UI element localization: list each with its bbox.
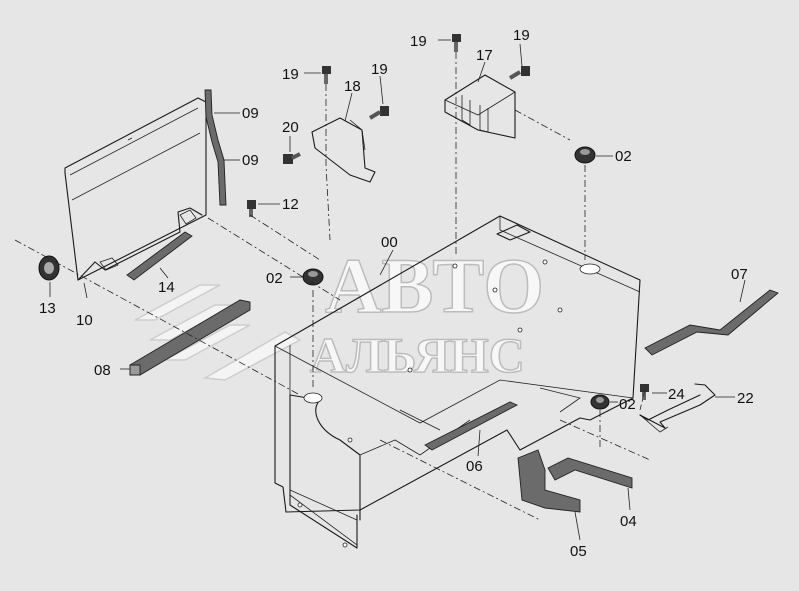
bolt-24 (640, 384, 649, 400)
callout-10: 10 (76, 312, 93, 329)
base-frame (274, 215, 641, 549)
bracket-18 (311, 117, 376, 183)
clip-22 (639, 383, 716, 433)
watermark-logo: АВТО АЛЬЯНС (134, 241, 545, 384)
bolt-20 (283, 152, 301, 164)
callout-04: 04 (620, 513, 637, 530)
callout-20: 20 (282, 119, 299, 136)
leader-lines (49, 39, 746, 541)
block-04 (547, 457, 633, 489)
bolt-19-b (508, 66, 530, 80)
callout-08: 08 (94, 362, 111, 379)
callout-19-top-right: 19 (513, 27, 530, 44)
bolt-19-c (322, 66, 331, 84)
strip-09 (204, 89, 227, 206)
rod-14 (126, 231, 193, 281)
bolt-12 (247, 200, 256, 217)
callout-14: 14 (158, 279, 175, 296)
bracket-17 (444, 74, 516, 139)
callout-06: 06 (466, 458, 483, 475)
callout-19-top-left: 19 (410, 33, 427, 50)
bolt-19-a (452, 34, 461, 52)
callout-labels: 19 17 19 19 18 19 20 09 09 12 02 00 07 0… (39, 27, 754, 560)
callout-18: 18 (344, 78, 361, 95)
callout-02-right: 02 (619, 396, 636, 413)
grommet-13 (38, 255, 60, 281)
callout-09-lower: 09 (242, 152, 259, 169)
strip-08 (129, 299, 251, 376)
callout-13: 13 (39, 300, 56, 317)
callout-02-mid: 02 (266, 270, 283, 287)
nut-02-c (590, 394, 610, 410)
panel-10 (64, 97, 207, 281)
callout-17: 17 (476, 47, 493, 64)
callout-24: 24 (668, 386, 685, 403)
strip-06 (424, 401, 519, 451)
callout-02-top: 02 (615, 148, 632, 165)
nut-02-a (574, 146, 596, 164)
callout-07: 07 (731, 266, 748, 283)
block-05 (517, 449, 581, 513)
callout-00: 00 (381, 234, 398, 251)
callout-12: 12 (282, 196, 299, 213)
callout-19-mid: 19 (371, 61, 388, 78)
watermark-stripes (134, 284, 302, 381)
callout-05: 05 (570, 543, 587, 560)
nut-02-b (302, 268, 324, 286)
watermark-line2: АЛЬЯНС (310, 327, 525, 383)
callout-09-upper: 09 (242, 105, 259, 122)
callout-22: 22 (737, 390, 754, 407)
assembly-lines (14, 52, 651, 521)
bolt-19-d (368, 106, 389, 120)
strip-07 (644, 289, 779, 356)
callout-19-left: 19 (282, 66, 299, 83)
watermark-line1: АВТО (325, 242, 544, 329)
